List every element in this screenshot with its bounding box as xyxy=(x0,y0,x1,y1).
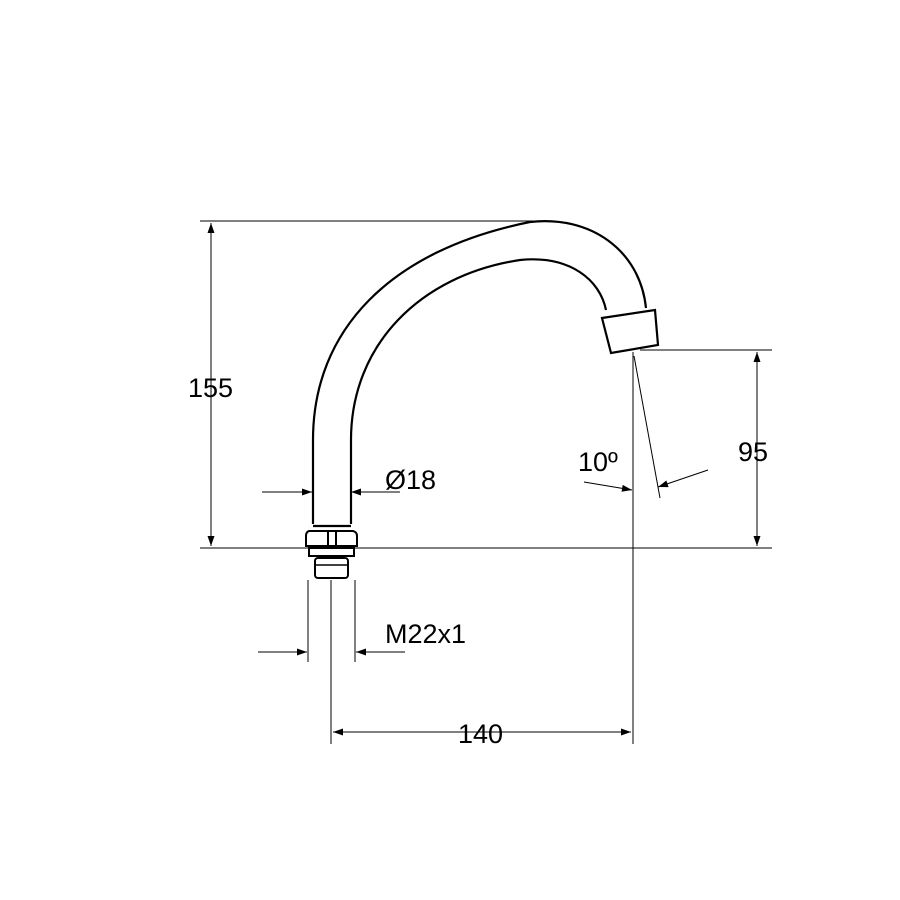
label-spray-angle: 10º xyxy=(578,447,618,477)
hex-nut xyxy=(305,530,358,547)
label-outlet-height: 95 xyxy=(738,437,768,467)
aerator-nozzle xyxy=(600,308,660,355)
nut-collar xyxy=(308,547,355,557)
label-projection: 140 xyxy=(458,719,503,749)
spray-angle-line xyxy=(633,355,661,499)
label-thread: M22x1 xyxy=(385,619,466,649)
angle-arrow-right xyxy=(657,469,709,488)
spout-inner-contour xyxy=(349,258,608,524)
threaded-end xyxy=(314,557,349,579)
label-total-height: 155 xyxy=(188,373,233,403)
label-pipe-diameter: Ø18 xyxy=(385,465,436,495)
angle-arrow-left xyxy=(583,481,633,492)
spout-outer-contour xyxy=(311,220,648,524)
